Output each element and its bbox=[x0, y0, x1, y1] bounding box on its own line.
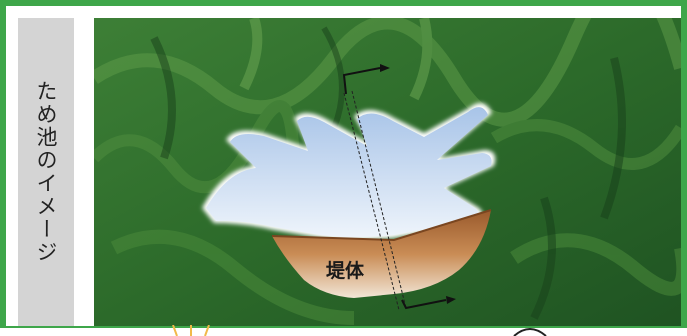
sun-rays-icon bbox=[172, 325, 210, 336]
vertical-title: ため池のイメージ bbox=[34, 80, 58, 264]
circle-arc-icon bbox=[513, 328, 547, 336]
arrow-right-icon bbox=[342, 64, 390, 95]
reservoir-illustration: 堤体 bbox=[94, 18, 681, 326]
section-cut-lines bbox=[343, 90, 407, 311]
reservoir-water bbox=[206, 107, 492, 238]
dam-label: 堤体 bbox=[326, 260, 365, 282]
arrow-right-icon bbox=[401, 296, 456, 310]
side-panel: ため池のイメージ bbox=[18, 18, 74, 326]
bottom-strip bbox=[0, 328, 687, 336]
dam-embankment bbox=[272, 210, 491, 298]
dam-crest-line bbox=[271, 209, 492, 242]
shadow-valleys bbox=[150, 26, 626, 320]
terrain-scene bbox=[94, 18, 681, 326]
mountain-ridges bbox=[94, 18, 681, 325]
